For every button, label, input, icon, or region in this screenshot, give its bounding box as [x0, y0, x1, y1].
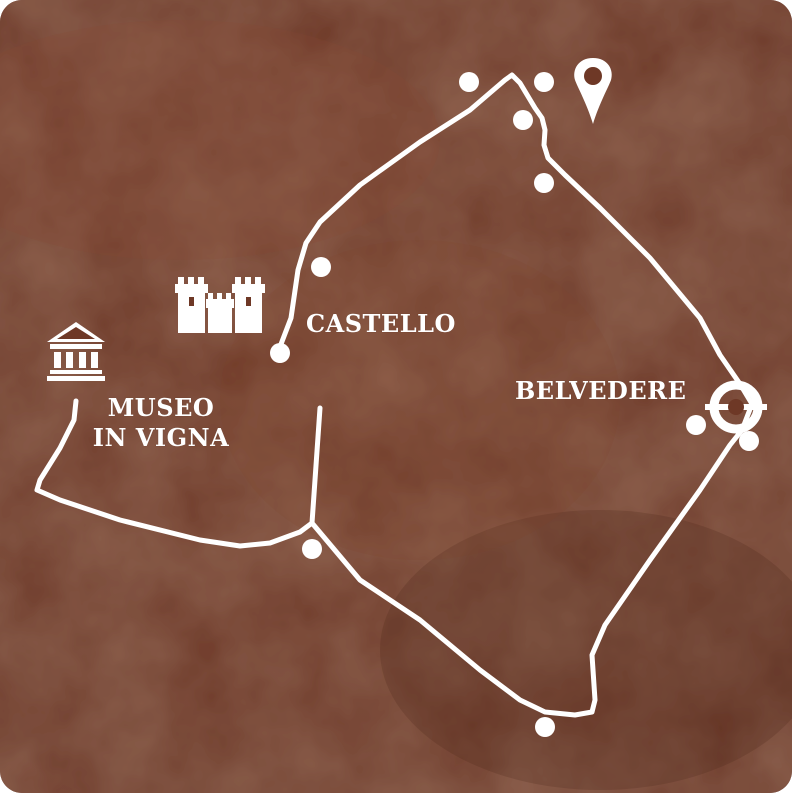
stop-marker: [534, 173, 554, 193]
viewpoint-icon: [705, 380, 767, 434]
stop-marker: [686, 415, 706, 435]
place-label-museo-in-vigna: MUSEO IN VIGNA: [60, 393, 262, 453]
stop-marker: [302, 539, 322, 559]
place-label-museo-line1: MUSEO: [107, 393, 215, 422]
stop-marker: [739, 431, 759, 451]
castle-icon: [175, 277, 265, 333]
location-pin-icon: [574, 58, 612, 124]
stop-markers: [270, 72, 759, 737]
stop-marker: [534, 72, 554, 92]
route-museo-branch: [34, 398, 315, 549]
place-label-museo-line2: IN VIGNA: [92, 423, 230, 452]
stop-marker: [270, 343, 290, 363]
museum-icon: [47, 322, 105, 381]
place-label-belvedere: BELVEDERE: [515, 376, 687, 405]
stop-marker: [535, 717, 555, 737]
stop-marker: [459, 72, 479, 92]
stop-marker: [513, 110, 533, 130]
stop-marker: [311, 257, 331, 277]
place-label-castello: CASTELLO: [306, 309, 456, 338]
route-main-loop: [275, 72, 755, 718]
